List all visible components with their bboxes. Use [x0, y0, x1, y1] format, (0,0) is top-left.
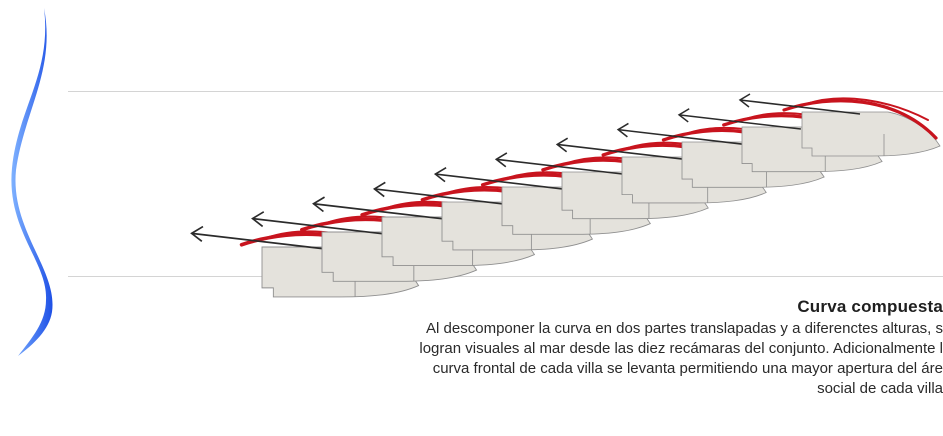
villa-1	[738, 93, 941, 157]
arrow-head-icon	[190, 225, 204, 242]
caption-line-3: curva frontal de cada villa se levanta p…	[432, 360, 943, 377]
caption-block: Curva compuesta Al descomponer la curva …	[143, 297, 943, 399]
front-curve	[782, 99, 938, 140]
blue-wave-icon	[11, 8, 53, 356]
view-arrow-shaft	[435, 173, 565, 190]
caption-line-1: Al descomponer la curva en dos partes tr…	[426, 320, 943, 337]
villa-group	[190, 93, 941, 298]
view-arrow-shaft	[618, 128, 742, 145]
view-arrow-shaft	[557, 143, 683, 160]
view-arrow-shaft	[252, 217, 388, 236]
view-arrow-shaft	[313, 202, 447, 221]
view-arrow-shaft	[374, 188, 506, 205]
caption-line-4: social de cada villa	[817, 380, 943, 397]
view-arrow-shaft	[739, 99, 861, 115]
view-arrow-shaft	[191, 232, 328, 251]
band-bottom-line	[68, 276, 943, 277]
band-top-line	[68, 91, 943, 92]
arrow-head-icon	[555, 137, 569, 153]
villa-plan	[801, 111, 941, 157]
arrow-head-icon	[738, 93, 751, 108]
arrow-head-icon	[251, 211, 265, 228]
arrow-head-icon	[616, 122, 629, 138]
view-arrow-shaft	[678, 114, 801, 130]
arrow-head-icon	[433, 166, 447, 183]
caption-line-2: logran visuales al mar desde las diez re…	[419, 340, 943, 357]
arrow-head-icon	[312, 196, 325, 213]
arrow-head-icon	[494, 152, 508, 168]
caption-title: Curva compuesta	[797, 297, 943, 316]
arrow-head-icon	[372, 181, 386, 198]
arrow-head-icon	[677, 108, 690, 123]
view-arrow-shaft	[496, 158, 624, 175]
